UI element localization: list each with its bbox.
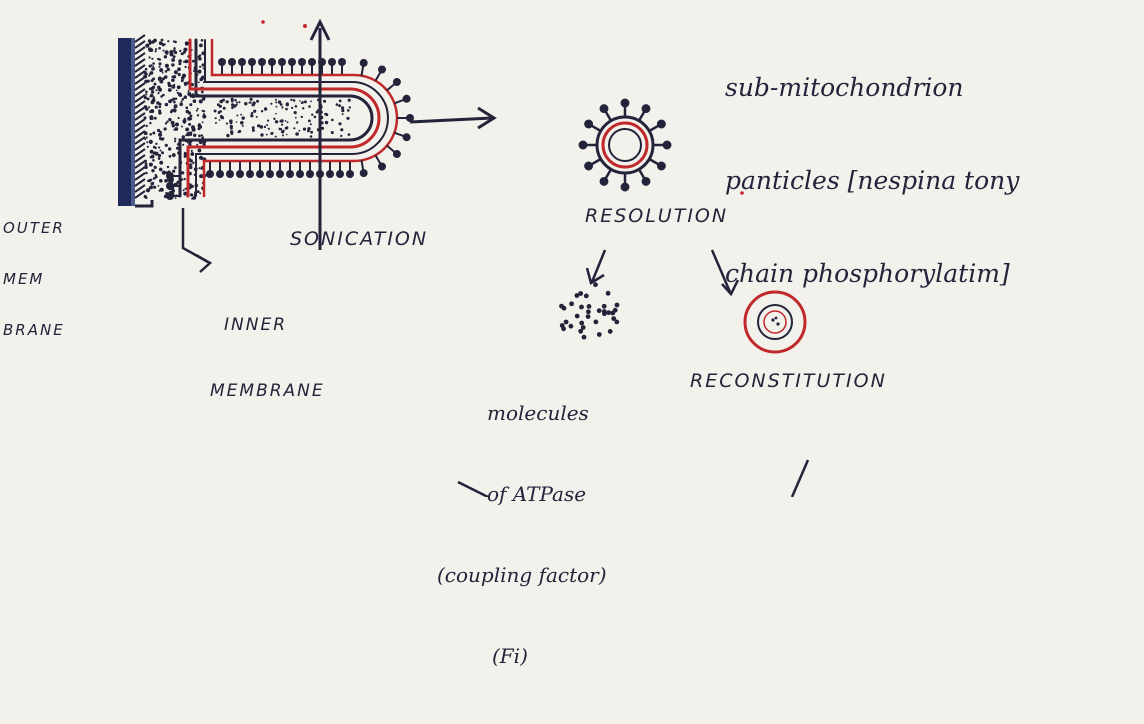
resolution-arrows [587,250,738,294]
sub-mitochondrion-label: sub-mitochondrion panticles [nespina ton… [725,10,1019,351]
atpase-line-2: of ATPase [487,481,607,508]
sub-mito-line-3: chain phosphorylatim] [725,258,1019,289]
outer-membrane-label: OUTER MEM BRANE [3,186,65,373]
sonication-label: SONICATION [290,230,428,249]
atpase-line-3: (coupling factor) [437,562,607,589]
outer-membrane-line-2: MEM [3,271,65,288]
atpase-line-1: molecules [487,400,607,427]
sonication-arrow [311,22,329,250]
sub-mito-line-2: panticles [nespina tony [725,165,1019,196]
outer-membrane-line-3: BRANE [3,322,65,339]
submitochondrial-particle [580,100,670,190]
outer-membrane-line-1: OUTER [3,220,65,237]
atpase-line-4: (Fi) [487,643,607,670]
inner-membrane-leader [183,208,210,272]
diagram-canvas: OUTER MEM BRANE SONICATION INNER MEMBRAN… [0,0,1144,497]
atpase-label: molecules of ATPase (coupling factor) (F… [487,346,607,724]
resolution-label: RESOLUTION [585,207,728,226]
sub-mito-line-1: sub-mitochondrion [725,72,1019,103]
atpase-molecules [559,282,619,339]
sonication-to-particle-arrow [410,108,494,128]
red-marks [261,20,744,195]
outer-membrane [118,35,152,206]
reconstitution-label: RECONSTITUTION [690,372,887,391]
inner-membrane-line-1: INNER [210,314,325,336]
inner-membrane-label: INNER MEMBRANE [210,270,325,446]
inner-membrane-line-2: MEMBRANE [210,380,325,402]
